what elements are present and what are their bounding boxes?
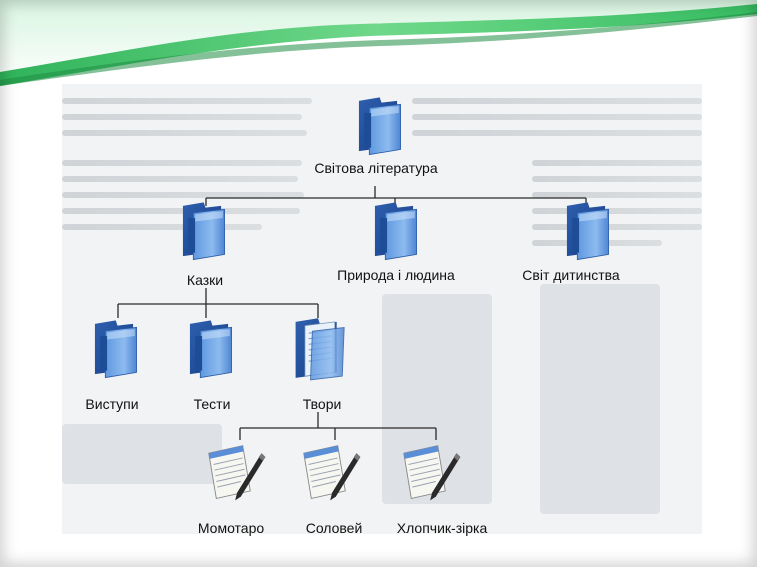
- document-node-solovei[interactable]: [300, 440, 366, 506]
- folder-node-svit-dytynstva[interactable]: [560, 200, 612, 262]
- folder-node-pryroda[interactable]: [368, 200, 420, 262]
- folder-icon: [368, 200, 420, 262]
- root-folder-label: Світова література: [314, 160, 438, 176]
- document-pen-icon: [300, 440, 366, 506]
- folder-icon: [352, 95, 404, 157]
- document-label-solovei: Соловей: [305, 520, 363, 536]
- document-label-momotaro: Момотаро: [197, 520, 265, 536]
- root-folder-node[interactable]: [352, 95, 404, 157]
- folder-label-vystupy: Виступи: [85, 396, 139, 412]
- folder-label-svit-dytynstva: Світ дитинства: [522, 267, 620, 283]
- open-folder-icon: [290, 316, 346, 382]
- folder-icon: [88, 318, 140, 380]
- header-wave: [0, 0, 757, 88]
- document-pen-icon: [400, 440, 466, 506]
- folder-node-kazky[interactable]: [176, 200, 228, 262]
- background-book-page: [62, 84, 702, 534]
- document-label-khlopchyk-zirka: Хлопчик-зірка: [396, 520, 488, 536]
- folder-icon: [183, 318, 235, 380]
- folder-node-vystupy[interactable]: [88, 318, 140, 380]
- folder-label-kazky: Казки: [186, 272, 224, 288]
- document-node-momotaro[interactable]: [205, 440, 271, 506]
- document-pen-icon: [205, 440, 271, 506]
- folder-icon: [560, 200, 612, 262]
- folder-label-pryroda: Природа і людина: [337, 267, 455, 283]
- folder-node-tvory[interactable]: [290, 316, 346, 382]
- folder-icon: [176, 200, 228, 262]
- folder-label-tvory: Твори: [302, 396, 342, 412]
- folder-label-testy: Тести: [193, 396, 231, 412]
- folder-node-testy[interactable]: [183, 318, 235, 380]
- document-node-khlopchyk-zirka[interactable]: [400, 440, 466, 506]
